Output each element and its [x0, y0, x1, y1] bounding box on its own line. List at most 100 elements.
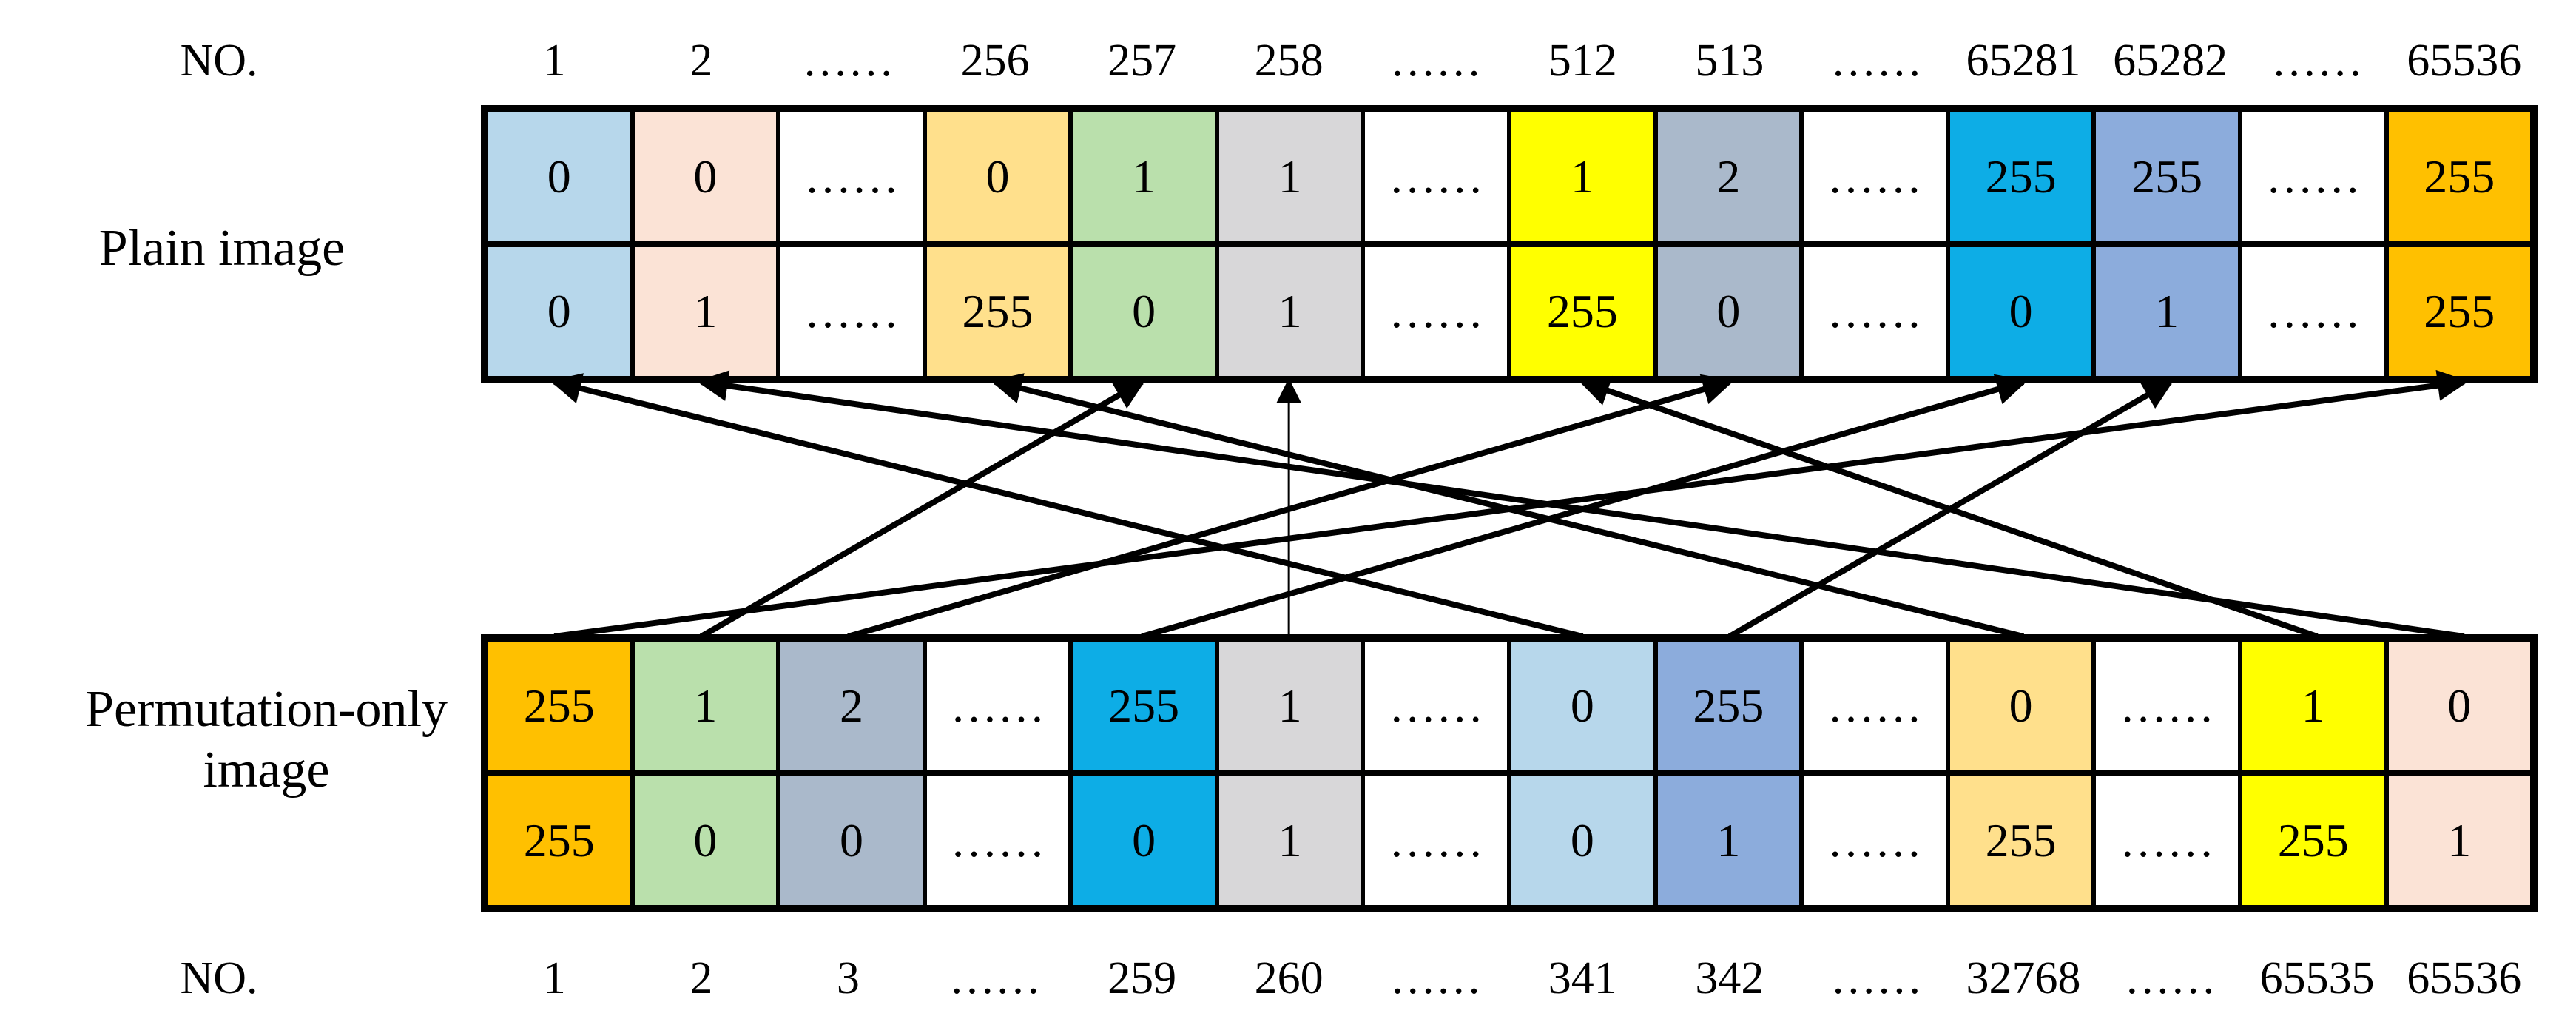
plain-cell-value: 1	[1511, 112, 1653, 247]
perm-column: …………	[2091, 642, 2238, 905]
top-index-number: ……	[802, 36, 894, 86]
perm-cell-value: 255	[1657, 642, 1800, 776]
top-index-number: 65536	[2407, 36, 2522, 86]
top-index-number: ……	[2271, 36, 2364, 86]
top-index-number: 256	[960, 36, 1030, 86]
perm-cell-value: 1	[1278, 814, 1302, 867]
top-index-number: ……	[1389, 36, 1482, 86]
plain-column: …………	[1361, 112, 1508, 376]
plain-cell-value: 2	[1657, 112, 1800, 247]
plain-cell-value: 0	[926, 112, 1069, 247]
top-index-number: ……	[1830, 36, 1923, 86]
bottom-index-number: 32768	[1966, 953, 2081, 1003]
perm-cell-value: 1	[1218, 642, 1361, 776]
plain-cell-value: ……	[1804, 112, 1946, 247]
plain-cell-value: 255	[962, 285, 1034, 337]
perm-cell-value: 0	[2388, 642, 2531, 776]
perm-cell-value: 1	[634, 642, 777, 776]
plain-column: 0 255	[922, 112, 1069, 376]
permutation-label-line2: image	[203, 742, 330, 799]
plain-column: …… ……	[1799, 112, 1946, 376]
permutation-arrow	[847, 374, 1734, 639]
perm-cell-value: 1	[2447, 814, 2472, 867]
perm-cell-value: ……	[2120, 814, 2215, 867]
bottom-index-number: 65536	[2407, 953, 2522, 1003]
top-index-number: 513	[1695, 36, 1764, 86]
permutation-arrow	[1727, 379, 2175, 639]
perm-cell-value: 0	[1511, 642, 1653, 776]
top-index-number: 257	[1107, 36, 1177, 86]
permutation-only-image-label: Permutation-only image	[44, 679, 488, 801]
plain-cell-value: 0	[547, 285, 571, 337]
bottom-index-number: ……	[1830, 953, 1923, 1003]
plain-cell-value: ……	[1827, 285, 1922, 337]
plain-cell-value: 255	[2096, 112, 2238, 247]
bottom-index-number: 342	[1695, 953, 1764, 1003]
perm-cell-value: 1	[1716, 814, 1741, 867]
plain-cell-value: 0	[634, 112, 777, 247]
top-no-label: NO.	[180, 36, 258, 86]
plain-column: …………	[776, 112, 923, 376]
bottom-index-number: ……	[949, 953, 1041, 1003]
bottom-index-number: 2	[689, 953, 713, 1003]
plain-cell-value: 1	[2155, 285, 2179, 337]
bottom-index-number: 1	[542, 953, 566, 1003]
plain-cell-value: 0	[1716, 285, 1741, 337]
bottom-index-number: 260	[1254, 953, 1324, 1003]
top-index-number: 65281	[1966, 36, 2081, 86]
bottom-no-label: NO.	[180, 953, 258, 1003]
perm-cell-value: 255	[1985, 814, 2057, 867]
top-index-number: 512	[1548, 36, 1617, 86]
perm-cell-value: 255	[523, 814, 595, 867]
plain-cell-value: ……	[1365, 112, 1508, 247]
perm-cell-value: 255	[1073, 642, 1215, 776]
perm-column: 255 255	[488, 642, 630, 905]
perm-cell-value: ……	[1827, 814, 1922, 867]
perm-cell-value: 0	[1949, 642, 2092, 776]
perm-cell-value: 0	[839, 814, 863, 867]
perm-column: 0 255	[1945, 642, 2092, 905]
perm-cell-value: ……	[1804, 642, 1946, 776]
perm-column: …… ……	[1361, 642, 1508, 905]
bottom-index-number: 341	[1548, 953, 1617, 1003]
permutation-arrow	[550, 373, 1584, 639]
perm-cell-value: 0	[1570, 814, 1594, 867]
permutation-arrow	[553, 369, 2469, 639]
bottom-index-number: ……	[2124, 953, 2216, 1003]
permutation-arrow	[1141, 374, 2029, 639]
perm-cell-value: 0	[1132, 814, 1156, 867]
bottom-index-number: 3	[836, 953, 860, 1003]
plain-image-label: Plain image	[98, 220, 345, 277]
perm-column: …… ……	[1799, 642, 1946, 905]
permutation-arrow	[990, 373, 2024, 639]
top-index-number: 258	[1254, 36, 1324, 86]
perm-cell-value: ……	[926, 642, 1069, 776]
permutation-arrow	[696, 370, 2465, 639]
top-index-number: 65282	[2113, 36, 2228, 86]
perm-cell-value: 255	[488, 642, 630, 776]
perm-cell-value: ……	[1389, 814, 1484, 867]
perm-column: …………	[922, 642, 1069, 905]
permutation-arrow	[699, 379, 1147, 639]
bottom-index-number: 65535	[2259, 953, 2375, 1003]
plain-cell-value: 0	[488, 112, 630, 247]
plain-cell-value: 0	[2009, 285, 2033, 337]
perm-cell-value: ……	[1365, 642, 1508, 776]
top-index-number: 1	[542, 36, 566, 86]
bottom-index-number: ……	[1389, 953, 1482, 1003]
plain-cell-value: 1	[1278, 285, 1302, 337]
perm-cell-value: 2	[780, 642, 923, 776]
